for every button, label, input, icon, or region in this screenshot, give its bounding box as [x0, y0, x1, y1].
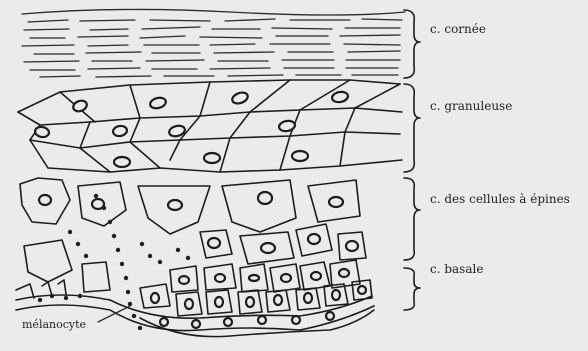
granulosum-layer	[18, 80, 402, 172]
label-cornee: c. cornée	[430, 22, 486, 36]
label-melanocyte: mélanocyte	[22, 318, 86, 331]
layer-braces	[404, 10, 420, 310]
melanocyte-dots	[38, 194, 190, 330]
label-granuleuse: c. granuleuse	[430, 99, 512, 113]
corneum-layer	[22, 9, 405, 77]
label-epineuse: c. des cellules à épines	[430, 192, 570, 206]
label-basale: c. basale	[430, 262, 483, 276]
